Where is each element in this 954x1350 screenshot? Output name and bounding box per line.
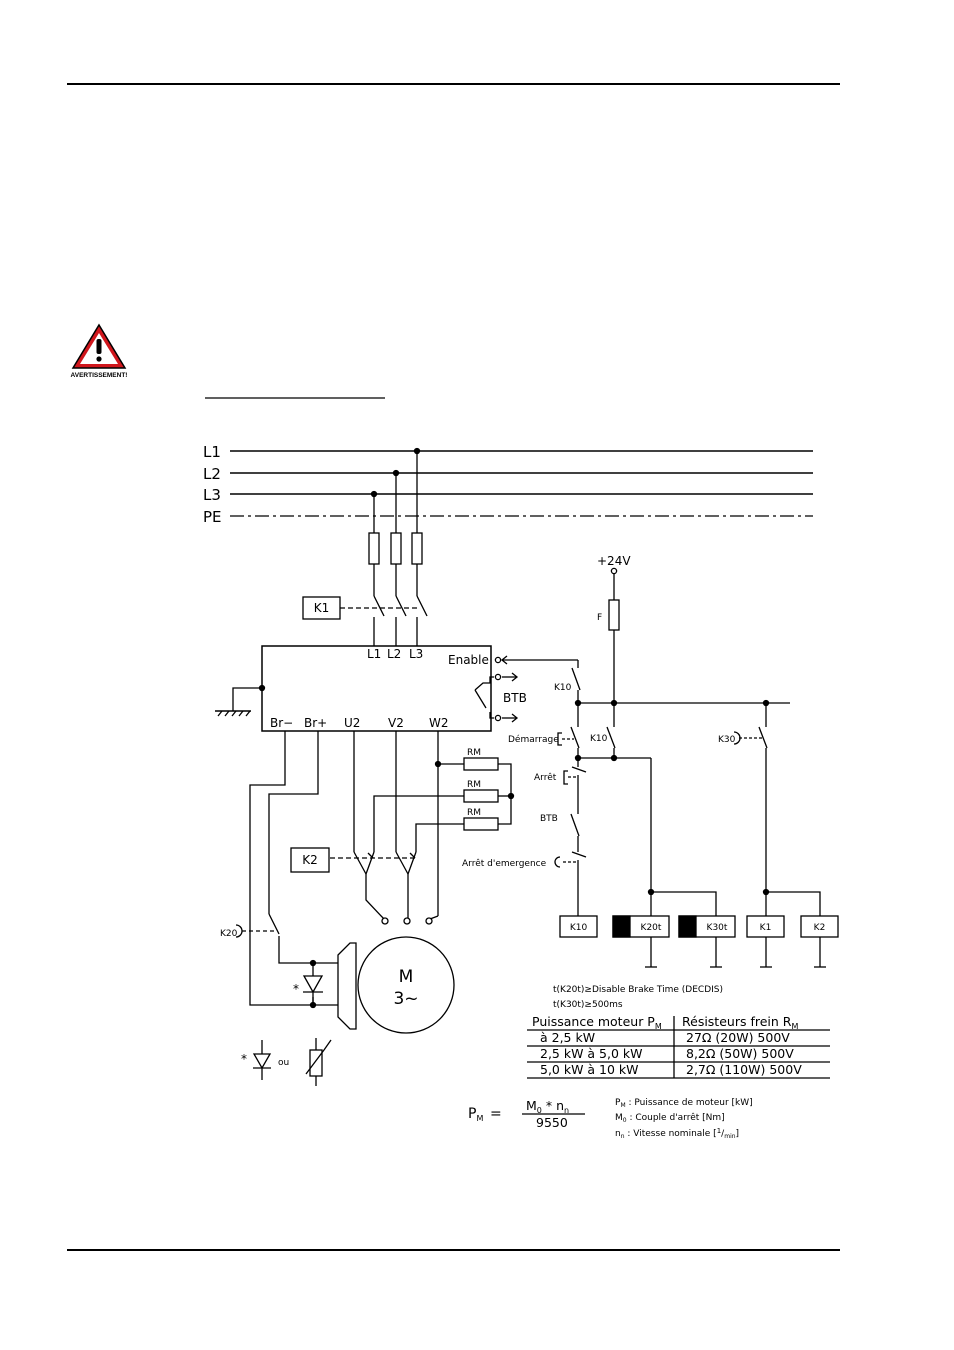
mains-bus: L1 L2 L3 PE xyxy=(203,443,813,526)
legend-nn-close: ] xyxy=(736,1129,740,1139)
resistor-label-3: RM xyxy=(467,808,481,818)
table-header-power: Puissance moteur PM xyxy=(532,1014,662,1031)
motor-wiring xyxy=(330,731,464,925)
warning-label: AVERTISSEMENT! xyxy=(71,372,128,379)
brake-resistors: RM RM RM xyxy=(463,748,515,831)
legend-nn-frac-num: 1 xyxy=(717,1127,721,1135)
contact-arret-label: Arrêt xyxy=(534,772,557,783)
coil-k1-label: K1 xyxy=(760,923,772,933)
warning-icon: AVERTISSEMENT! xyxy=(71,323,128,379)
contact-k30-label: K30 xyxy=(718,735,736,745)
legend-m0-sub: 0 xyxy=(623,1117,627,1124)
servo-drive: L1 L2 L3 Enable BTB Br− Br+ U2 V2 W2 xyxy=(215,645,578,732)
relay-k1: K1 xyxy=(302,596,341,620)
table-cell: 8,2Ω (50W) 500V xyxy=(686,1046,794,1061)
drive-brminus-label: Br− xyxy=(270,716,293,730)
formula-numerator: M0 * nn xyxy=(526,1098,569,1115)
legend-m0-sym: M xyxy=(615,1113,623,1123)
legend-pm-text: : Puissance de moteur [kW] xyxy=(626,1098,753,1108)
contact-k10-seal-label: K10 xyxy=(590,734,608,744)
table-header-power-text: Puissance moteur P xyxy=(532,1014,655,1029)
formula-lhs-sub: M xyxy=(476,1114,483,1123)
formula-legend: PM : Puissance de moteur [kW] M0 : Coupl… xyxy=(615,1098,753,1140)
formula-lhs: PM xyxy=(468,1106,483,1123)
contact-k20-label: K20 xyxy=(220,929,238,939)
formula-num-n-sub: n xyxy=(564,1106,569,1115)
drive-btb-label: BTB xyxy=(503,691,527,705)
motor-m-label: M xyxy=(399,967,414,987)
formula-eq: = xyxy=(490,1106,502,1122)
drive-brplus-label: Br+ xyxy=(304,716,327,730)
suppressor-note: * ou xyxy=(241,1038,332,1086)
formula-lhs-p: P xyxy=(468,1106,476,1122)
bus-label-l1: L1 xyxy=(203,443,221,461)
relay-k2: K2 xyxy=(290,847,330,873)
mains-fuses xyxy=(340,451,428,646)
coil-k30t-label: K30t xyxy=(707,923,728,933)
motor: M 3~ xyxy=(357,936,455,1034)
relay-k1-label: K1 xyxy=(314,601,330,615)
formula-num-op: * n xyxy=(542,1098,564,1113)
contact-k10-enable-label: K10 xyxy=(554,683,572,693)
supply-voltage: +24V xyxy=(597,554,631,568)
legend-nn-sym: n xyxy=(615,1129,621,1139)
table-cell: 2,5 kW à 5,0 kW xyxy=(540,1046,643,1061)
drive-l1-label: L1 xyxy=(367,647,381,661)
legend-pm-sym: P xyxy=(615,1098,621,1108)
table-header-resistor: Résisteurs frein RM xyxy=(682,1014,798,1031)
table-header-resistor-sub: M xyxy=(791,1022,798,1031)
brake-wiring: K20 * xyxy=(220,731,357,1030)
formula-num-m-sub: 0 xyxy=(537,1106,542,1115)
fuse-label: F xyxy=(597,613,602,623)
table-cell: 27Ω (20W) 500V xyxy=(686,1030,790,1045)
resistor-label-1: RM xyxy=(467,748,481,758)
drive-u2-label: U2 xyxy=(344,716,360,730)
diode-star: * xyxy=(293,982,299,996)
drive-w2-label: W2 xyxy=(429,716,449,730)
resistor-label-2: RM xyxy=(467,780,481,790)
coil-k10-label: K10 xyxy=(570,923,588,933)
alt-ou: ou xyxy=(278,1058,289,1068)
legend-m0: M0 : Couple d'arrêt [Nm] xyxy=(615,1112,725,1124)
relay-k2-label: K2 xyxy=(302,853,318,867)
table-cell: 5,0 kW à 10 kW xyxy=(540,1062,639,1077)
top-rule xyxy=(67,83,840,85)
control-circuit: +24V F K10 Démarrage K10 Arrêt xyxy=(462,554,821,916)
legend-nn-sub: n xyxy=(621,1133,625,1140)
drive-l3-label: L3 xyxy=(409,647,423,661)
table-header-power-sub: M xyxy=(655,1022,662,1031)
legend-m0-text: : Couple d'arrêt [Nm] xyxy=(627,1112,725,1123)
formula-num-m: M xyxy=(526,1098,537,1113)
drive-enable-label: Enable xyxy=(448,653,489,667)
timing-line-2: t(K30t)≥500ms xyxy=(553,1000,623,1010)
drive-v2-label: V2 xyxy=(388,716,404,730)
bus-label-l3: L3 xyxy=(203,486,221,504)
coil-k2-label: K2 xyxy=(814,923,826,933)
legend-nn-text: : Vitesse nominale [ xyxy=(625,1129,717,1139)
table-cell: à 2,5 kW xyxy=(540,1030,595,1045)
power-formula: PM = M0 * nn 9550 xyxy=(468,1098,585,1130)
formula-denominator: 9550 xyxy=(536,1115,568,1130)
drive-l2-label: L2 xyxy=(387,647,401,661)
legend-nn: nn : Vitesse nominale [1/min] xyxy=(615,1127,739,1140)
contact-emergency-label: Arrêt d'emergence xyxy=(462,858,547,869)
contact-demarrage-label: Démarrage xyxy=(508,734,559,745)
legend-pm-sub: M xyxy=(620,1102,625,1109)
contact-btb-label: BTB xyxy=(540,814,558,824)
resistor-table: Puissance moteur PM Résisteurs frein RM … xyxy=(527,1014,830,1079)
timing-line-1: t(K20t)≥Disable Brake Time (DECDIS) xyxy=(553,985,723,995)
table-header-resistor-text: Résisteurs frein R xyxy=(682,1014,792,1029)
bus-label-pe: PE xyxy=(203,508,222,526)
alt-star: * xyxy=(241,1052,247,1066)
legend-pm: PM : Puissance de moteur [kW] xyxy=(615,1098,753,1109)
bottom-rule xyxy=(67,1249,840,1251)
legend-nn-frac-den: min xyxy=(724,1133,736,1140)
motor-phase-label: 3~ xyxy=(393,989,418,1009)
coil-k20t-label: K20t xyxy=(641,923,662,933)
relay-coils: K10 K20t K30t K1 K2 xyxy=(559,915,839,968)
bus-label-l2: L2 xyxy=(203,465,221,483)
table-cell: 2,7Ω (110W) 500V xyxy=(686,1062,802,1077)
